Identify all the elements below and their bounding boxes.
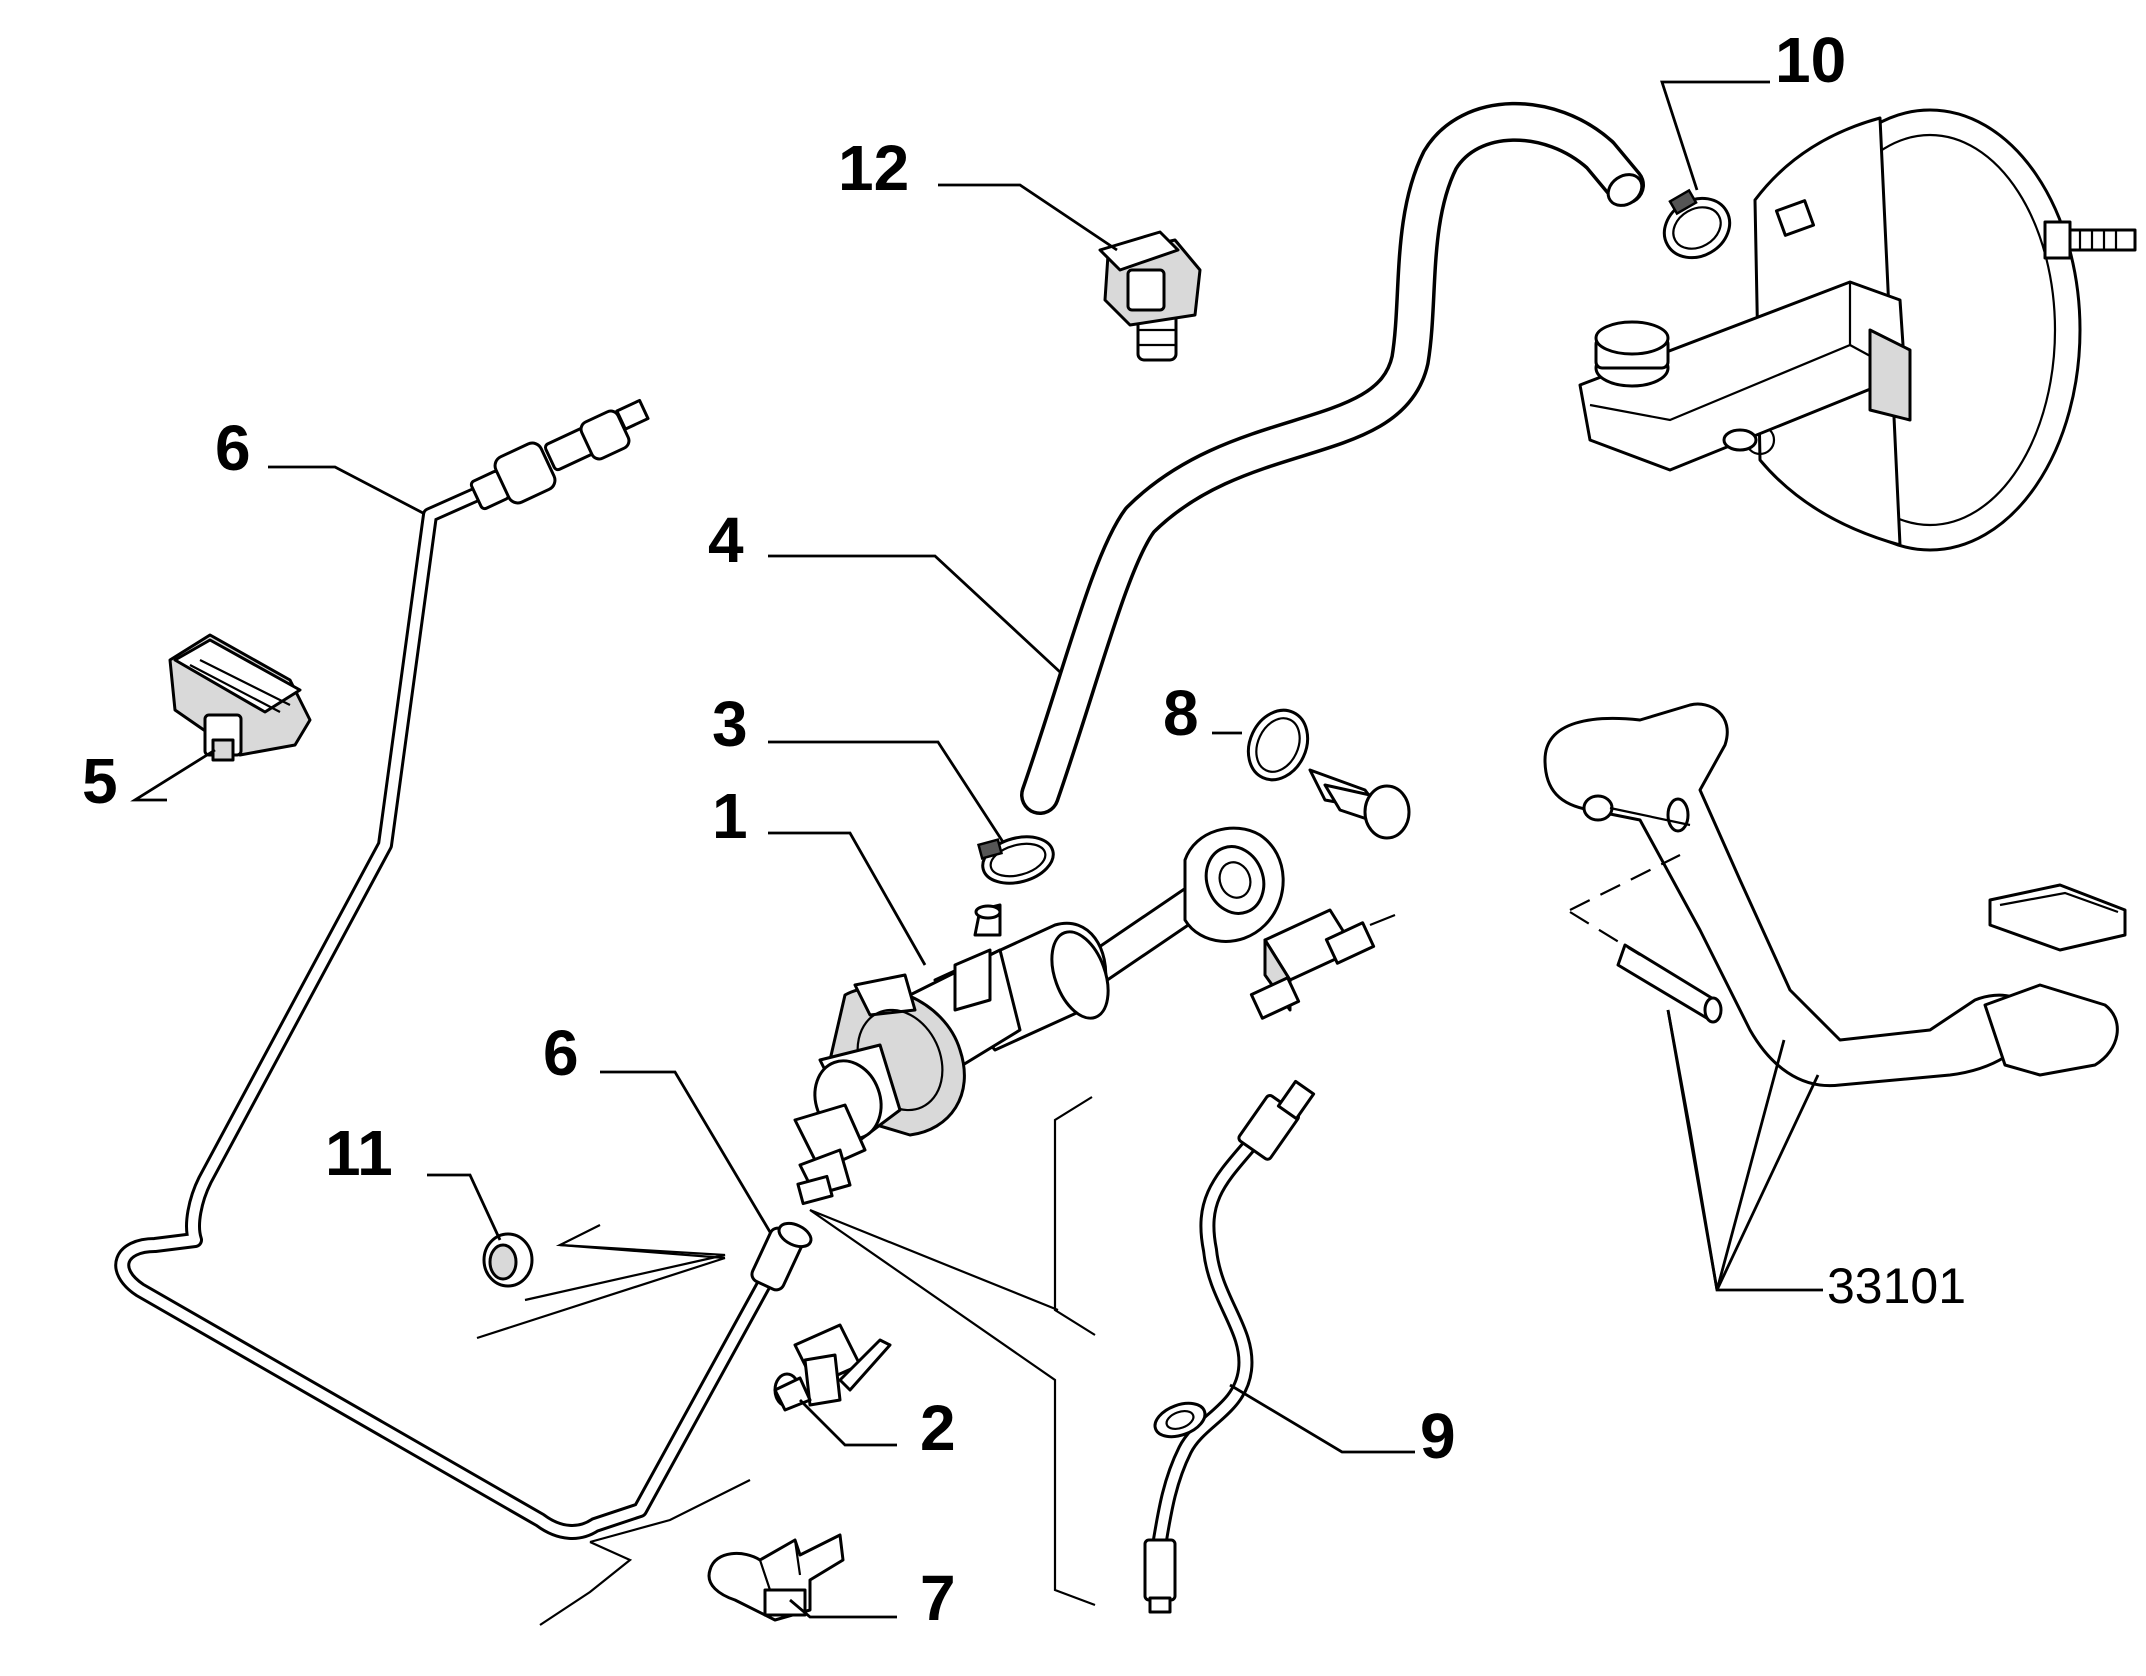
callout-7: 7: [920, 1562, 956, 1634]
callout-12: 12: [838, 132, 909, 204]
reservoir-hose: [1020, 101, 1645, 815]
switch-5: [168, 633, 312, 762]
callout-2: 2: [920, 1392, 956, 1464]
o-ring-8: [1246, 708, 1310, 782]
clip-7: [707, 1533, 845, 1622]
clutch-master-cylinder: [793, 826, 1285, 1206]
callout-9: 9: [1420, 1400, 1456, 1472]
master-cylinder: [1578, 280, 1912, 472]
grommet-11: [482, 1232, 534, 1288]
callout-6-top: 6: [215, 412, 251, 484]
break-lines: [476, 1096, 1096, 1626]
leader-lines: [130, 80, 1823, 1619]
pedal-switch: [1249, 908, 1396, 1020]
bushing: [1308, 768, 1411, 840]
connector-12: [1098, 230, 1202, 362]
callout-1: 1: [712, 780, 748, 852]
clip-2: [773, 1323, 892, 1412]
callout-6-bottom: 6: [543, 1017, 579, 1089]
hose-clamp-3: [976, 835, 1055, 885]
callout-labels: 10 12 6 4 8 3 5 1 6 11 2 9 7 33101: [82, 24, 1966, 1634]
callout-5: 5: [82, 745, 118, 817]
hose-clamp-10: [1662, 188, 1732, 260]
clutch-pedal: [1543, 702, 2127, 1088]
clutch-pipe-6: [114, 398, 813, 1540]
callout-3: 3: [712, 688, 748, 760]
callout-8: 8: [1163, 677, 1199, 749]
callout-4: 4: [708, 504, 744, 576]
reference-code: 33101: [1827, 1258, 1966, 1314]
callout-11: 11: [325, 1117, 393, 1189]
callout-10: 10: [1775, 24, 1846, 96]
sensor-cable-9: [1143, 1079, 1316, 1614]
